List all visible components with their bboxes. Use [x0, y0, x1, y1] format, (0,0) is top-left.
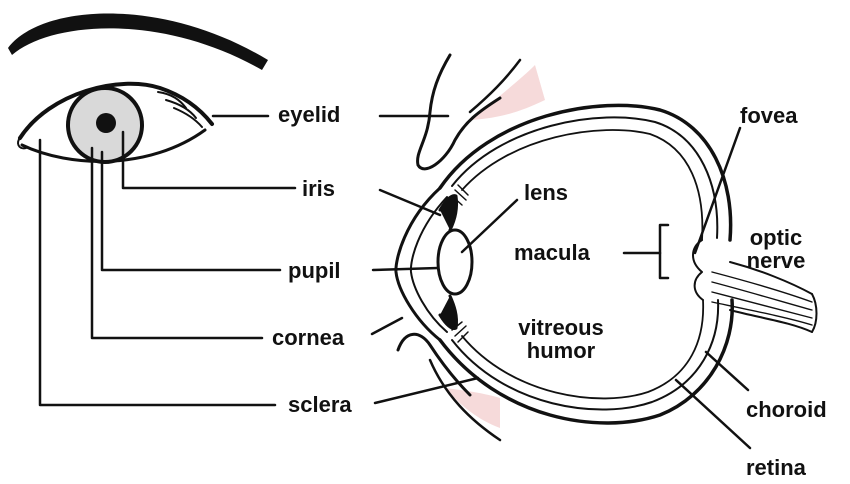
pupil-front [96, 113, 116, 133]
label-choroid: choroid [746, 398, 827, 422]
retina-leader [676, 380, 750, 448]
fovea-dip [693, 240, 703, 300]
label-lens: lens [524, 181, 568, 205]
sclera-upper [440, 105, 731, 240]
lower-eyelid-tint [445, 388, 500, 428]
iris-leader-right [380, 190, 440, 215]
pupil-leader-right [373, 268, 438, 270]
sclera-leader [40, 140, 275, 405]
cornea-leader [92, 148, 262, 338]
label-eyelid: eyelid [278, 103, 340, 127]
iris-leader [123, 132, 295, 188]
choroid-upper [452, 117, 717, 238]
label-fovea: fovea [740, 104, 797, 128]
pupil-leader [102, 152, 280, 270]
label-pupil: pupil [288, 259, 341, 283]
label-iris: iris [302, 177, 335, 201]
label-vitreous-humor: vitreous humor [506, 316, 616, 362]
optic-nerve-end [812, 294, 817, 332]
eyebrow [8, 13, 268, 70]
lens-shape [438, 230, 472, 294]
lens-leader [462, 200, 517, 252]
label-cornea: cornea [272, 326, 344, 350]
iris-section-lower [440, 296, 457, 328]
label-retina: retina [746, 456, 806, 480]
cornea-leader-right [372, 318, 402, 334]
label-optic-nerve: optic nerve [732, 226, 820, 272]
macula-bracket [660, 225, 668, 278]
label-macula: macula [514, 241, 590, 265]
label-sclera: sclera [288, 393, 352, 417]
